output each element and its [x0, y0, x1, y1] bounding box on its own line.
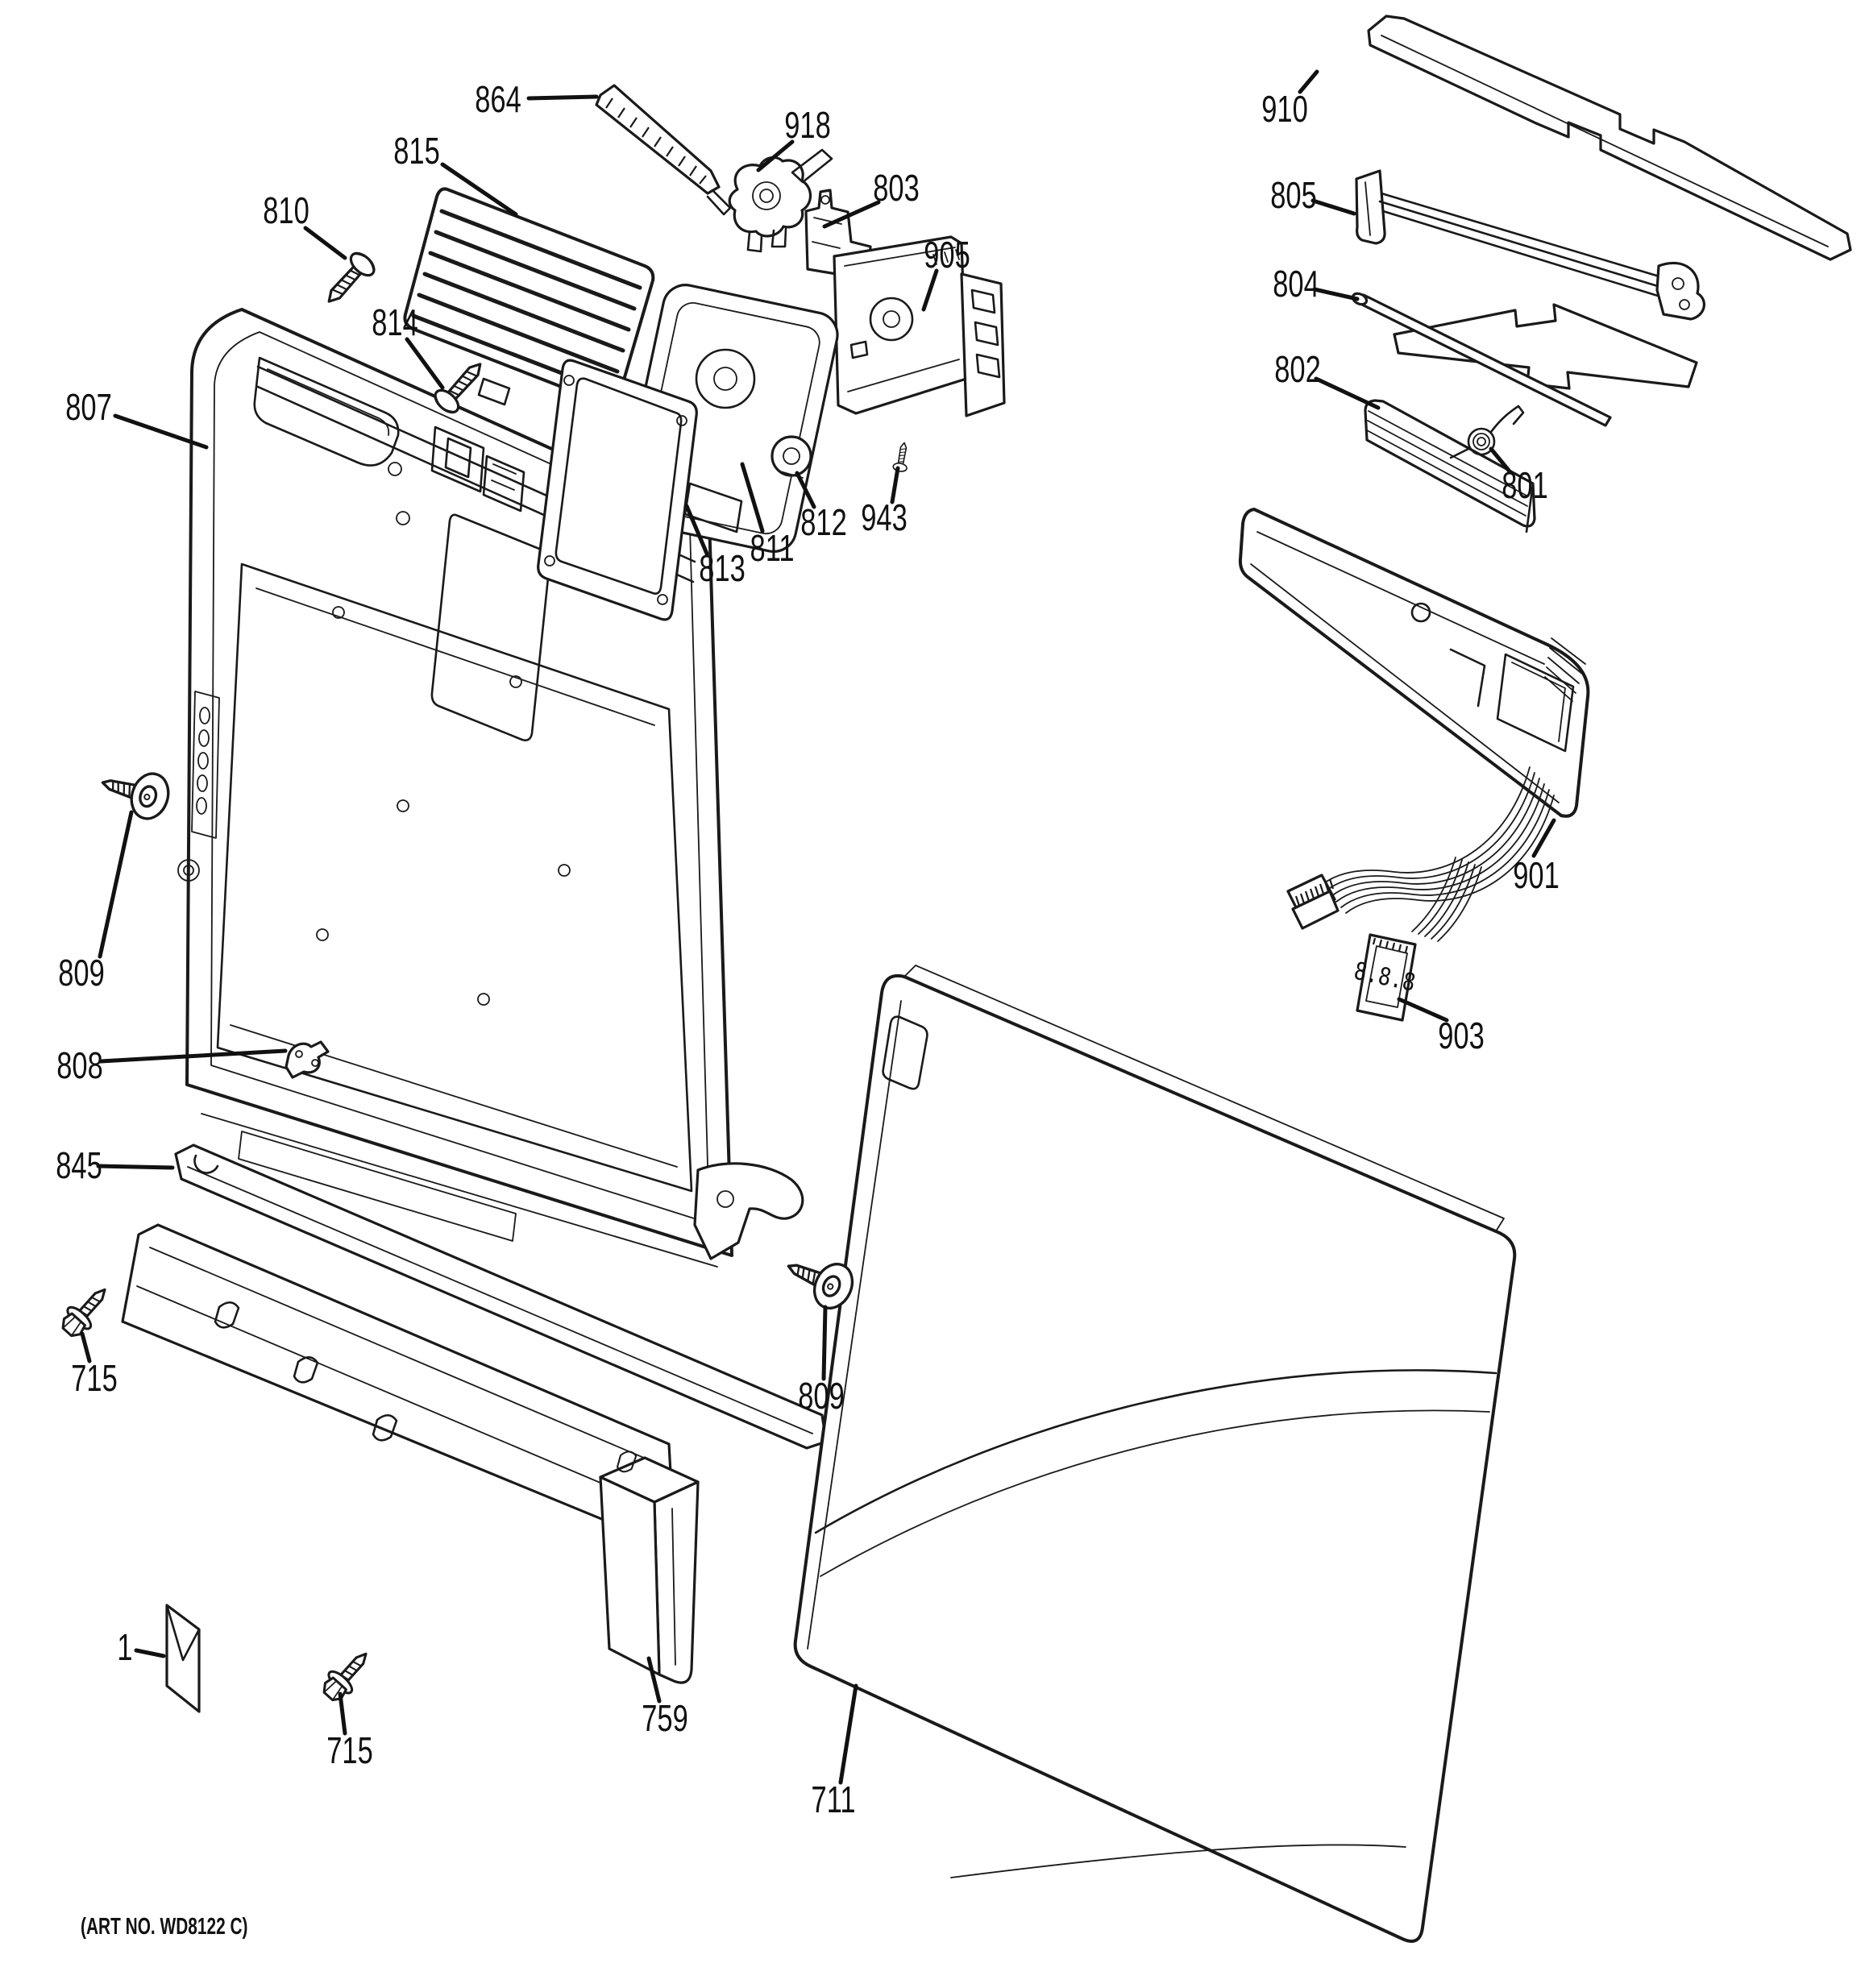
leader-hex-screw-left [80, 1331, 92, 1363]
leader-shoulder-screw-bottom [821, 1305, 828, 1381]
callout-shoulder-screw-bottom: 809 [798, 1375, 845, 1417]
part-top-trim-strip [1367, 15, 1852, 261]
part-hex-screw-left [55, 1278, 117, 1343]
leader-vent-grille-strip [526, 94, 599, 101]
art-number: (ART NO. WD8122 C) [81, 1914, 248, 1940]
leader-console-bracket [1310, 198, 1356, 216]
part-screw-810 [317, 247, 380, 313]
leader-screw-814 [405, 337, 445, 390]
part-dispenser-gasket [537, 359, 698, 621]
part-literature-pack [165, 1604, 201, 1713]
callout-dispenser-knob: 812 [800, 501, 847, 543]
leader-literature-pack [134, 1648, 166, 1658]
part-display-board: 8.8.8 [1352, 933, 1418, 1022]
part-outer-door-panel [793, 965, 1517, 1943]
callout-link-rod: 804 [1273, 263, 1319, 305]
leader-detergent-dispenser [740, 462, 765, 533]
part-link-rod [1351, 292, 1612, 427]
callout-screw-814: 814 [372, 301, 418, 343]
leader-top-trim-strip [1298, 69, 1319, 94]
callout-outer-door-panel: 711 [812, 1778, 856, 1820]
part-control-module [833, 235, 1006, 417]
part-dispenser-knob [771, 435, 812, 479]
callout-detergent-dispenser: 811 [750, 527, 795, 569]
leader-access-panel-endcap [646, 1656, 662, 1704]
part-link-deflector [1393, 303, 1698, 390]
callout-top-trim-strip: 910 [1261, 88, 1308, 130]
callout-lower-trim-strip: 845 [56, 1144, 102, 1186]
leader-vent-louver-panel [440, 162, 518, 217]
callout-hex-screw-bottom: 715 [326, 1729, 373, 1771]
callout-literature-pack: 1 [117, 1626, 132, 1668]
leader-ribbon-cable-display [1397, 997, 1449, 1023]
callout-control-panel-escutcheon: 901 [1513, 854, 1560, 896]
leader-screw-810 [303, 226, 347, 260]
leader-handle-trim [1314, 376, 1381, 410]
callout-inner-door-panel: 807 [65, 386, 112, 428]
callout-screw-943: 943 [861, 496, 908, 538]
leader-control-module [921, 268, 939, 312]
callout-shoulder-screw-left: 809 [58, 952, 105, 994]
leader-inner-door-panel [113, 413, 209, 450]
part-shoulder-screw-left [94, 757, 176, 825]
leader-screw-943 [890, 466, 900, 504]
leader-hex-screw-bottom [338, 1691, 347, 1736]
callout-torsion-spring: 801 [1502, 464, 1548, 506]
callout-console-bracket: 805 [1270, 174, 1317, 216]
leader-dispenser-knob [795, 471, 816, 509]
callout-handle-trim: 802 [1274, 348, 1321, 390]
leader-latch-bracket [822, 200, 881, 229]
callout-screw-810: 810 [263, 189, 309, 231]
part-vent-grille-strip [595, 84, 732, 216]
leader-torsion-spring [1489, 446, 1512, 474]
part-console-bracket [1355, 169, 1705, 321]
leader-vent-valve [756, 139, 795, 172]
callout-mounting-clip: 808 [56, 1044, 103, 1086]
part-hex-screw-bottom [316, 1642, 378, 1708]
callout-hex-screw-left: 715 [71, 1357, 118, 1399]
callout-access-panel-endcap: 759 [642, 1697, 688, 1739]
callout-latch-bracket: 803 [873, 167, 920, 209]
part-vent-valve [728, 148, 833, 253]
leader-dispenser-gasket [684, 504, 709, 556]
part-torsion-spring [1449, 405, 1525, 459]
leader-shoulder-screw-left [98, 810, 134, 959]
part-screw-943 [891, 441, 912, 474]
callout-vent-valve: 918 [784, 104, 831, 146]
leader-control-panel-escutcheon [1531, 818, 1556, 858]
part-access-panel-endcap [599, 1451, 700, 1684]
callout-ribbon-cable-display: 903 [1438, 1015, 1485, 1056]
callout-dispenser-gasket: 813 [699, 547, 746, 589]
leader-mounting-clip [98, 1048, 288, 1064]
callout-vent-grille-strip: 864 [475, 78, 521, 120]
callout-control-module: 905 [924, 234, 970, 276]
leader-lower-trim-strip [96, 1164, 175, 1170]
part-ribbon-connector [1286, 874, 1340, 930]
part-control-panel-escutcheon [1238, 508, 1590, 818]
callout-vent-louver-panel: 815 [393, 130, 440, 172]
leader-outer-door-panel [838, 1683, 858, 1785]
part-mounting-clip [285, 1040, 330, 1079]
leader-link-rod [1312, 287, 1360, 301]
